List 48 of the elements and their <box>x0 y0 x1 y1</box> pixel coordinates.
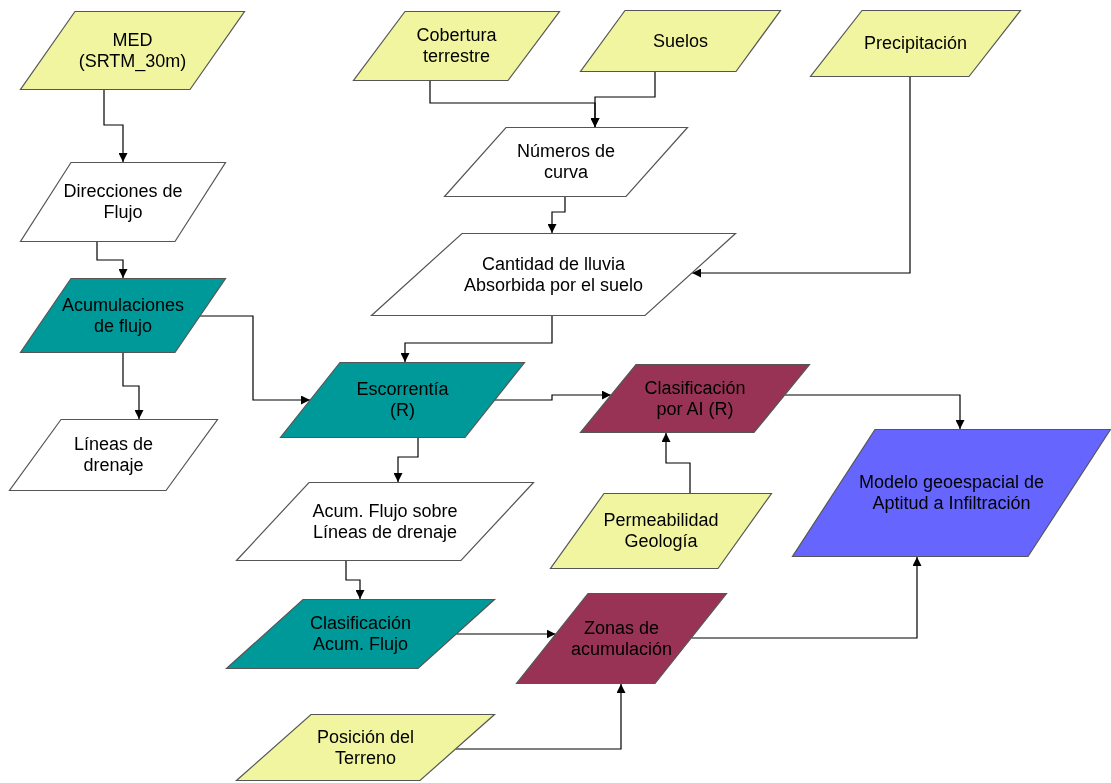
arrow <box>690 556 922 639</box>
data-parallelogram <box>9 419 218 491</box>
arrow <box>455 683 626 750</box>
node-label: Clasificación por AI (R) <box>643 377 747 420</box>
node-label: Líneas de drenaje <box>72 434 155 476</box>
data-parallelogram <box>226 599 495 669</box>
data-parallelogram <box>810 10 1021 77</box>
data-parallelogram <box>580 10 781 72</box>
arrow <box>784 394 965 430</box>
data-parallelogram <box>20 162 226 242</box>
arrow <box>661 432 691 494</box>
data-parallelogram <box>353 11 560 81</box>
data-parallelogram <box>20 11 245 90</box>
node-label: Acumulaciones de flujo <box>60 294 186 337</box>
node-label: Escorrentía (R) <box>355 379 450 421</box>
node-label: Cobertura terrestre <box>415 25 498 67</box>
data-parallelogram <box>20 278 226 353</box>
data-parallelogram <box>236 482 534 561</box>
data-parallelogram <box>280 362 525 438</box>
node-label: Zonas de acumulación <box>569 617 674 660</box>
arrow <box>96 241 128 279</box>
node-label: Posición del Terreno <box>315 726 416 769</box>
node-label: Suelos <box>651 30 709 52</box>
data-parallelogram <box>550 493 772 569</box>
node-label: Permeabilidad Geología <box>602 510 720 552</box>
arrow <box>103 89 128 163</box>
node-label: Números de curva <box>515 141 616 183</box>
node-label: Precipitación <box>862 33 969 54</box>
arrow <box>547 196 566 234</box>
arrow <box>691 76 911 278</box>
arrow <box>494 390 612 401</box>
arrow <box>590 71 656 128</box>
node-label: Cantidad de lluvia Absorbida por el suelo <box>462 253 645 296</box>
data-parallelogram <box>444 127 688 197</box>
arrow <box>400 315 553 363</box>
data-parallelogram <box>580 364 810 433</box>
data-parallelogram <box>236 714 495 781</box>
node-label: MED (SRTM_30m) <box>77 29 188 72</box>
data-parallelogram <box>792 429 1111 557</box>
node-label: Acum. Flujo sobre Líneas de drenaje <box>311 500 459 543</box>
arrow <box>345 560 365 600</box>
arrow <box>393 437 419 483</box>
node-label: Clasificación Acum. Flujo <box>308 613 412 655</box>
data-parallelogram <box>516 593 727 684</box>
arrow <box>122 352 144 420</box>
node-label: Modelo geoespacial de Aptitud a Infiltración <box>857 472 1046 514</box>
data-parallelogram <box>371 233 736 316</box>
node-label: Direcciones de Flujo <box>62 181 184 223</box>
